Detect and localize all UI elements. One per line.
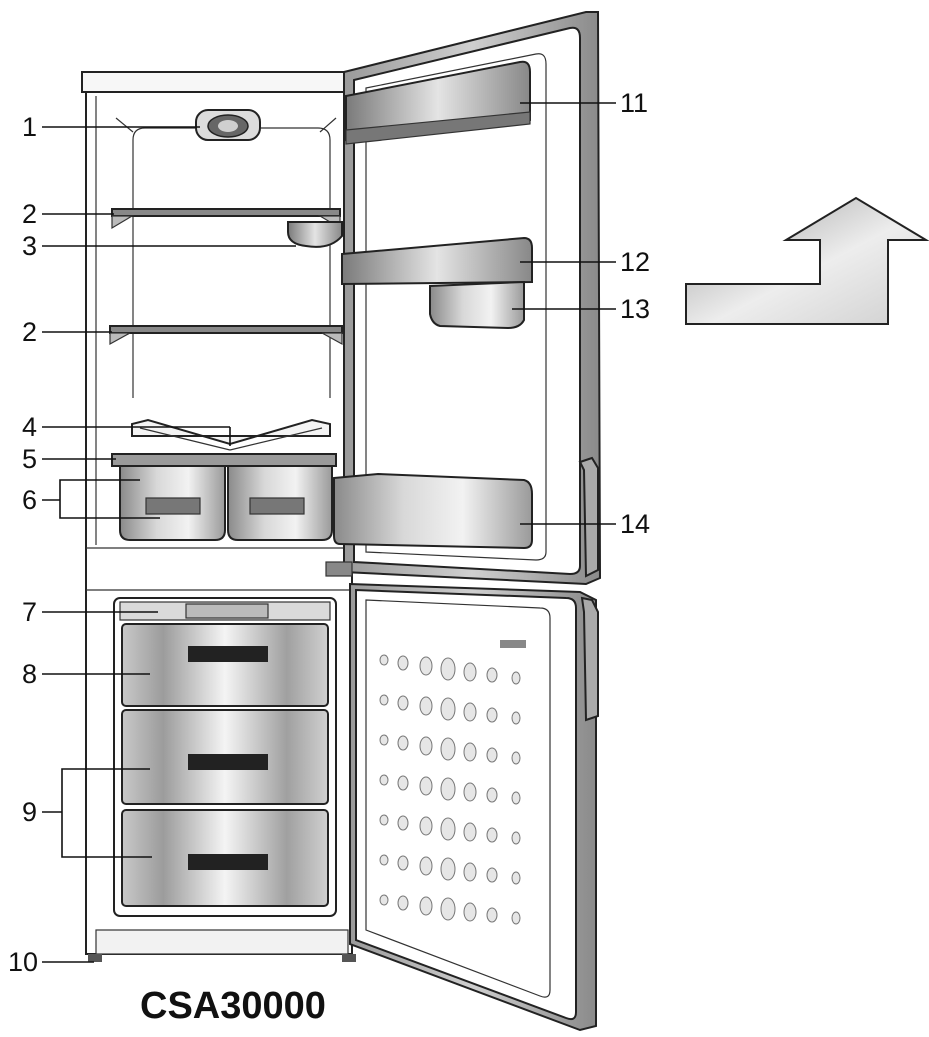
model-name: CSA30000 bbox=[140, 985, 326, 1027]
callout-11: 11 bbox=[620, 88, 648, 118]
callout-14: 14 bbox=[620, 509, 650, 539]
callout-5: 5 bbox=[22, 444, 37, 474]
callout-1: 1 bbox=[22, 112, 37, 142]
callout-numbers: 1 2 3 2 4 5 6 7 8 9 10 11 12 13 14 bbox=[8, 88, 650, 977]
callout-13: 13 bbox=[620, 294, 650, 324]
door-shelf-bottom bbox=[333, 472, 533, 550]
callout-4: 4 bbox=[22, 412, 37, 442]
freezer-drawer-bottom bbox=[121, 809, 329, 907]
crisper-bin-left bbox=[119, 465, 226, 541]
freezer-door bbox=[349, 582, 599, 1032]
callout-2-upper: 2 bbox=[22, 199, 37, 229]
callout-9: 9 bbox=[22, 797, 37, 827]
door-shelf-middle bbox=[341, 236, 533, 286]
callout-2-lower: 2 bbox=[22, 317, 37, 347]
egg-holder bbox=[429, 280, 525, 330]
egg-tray bbox=[287, 221, 343, 248]
callout-10: 10 bbox=[8, 947, 38, 977]
callout-6: 6 bbox=[22, 485, 37, 515]
door-dimples bbox=[379, 654, 521, 925]
callout-7: 7 bbox=[22, 597, 37, 627]
freezer-drawer-middle bbox=[121, 709, 329, 805]
thermostat bbox=[195, 109, 261, 141]
callout-3: 3 bbox=[22, 231, 37, 261]
door-reversal-arrow bbox=[685, 196, 929, 325]
crisper-bin-right bbox=[227, 465, 333, 541]
freezer-drawer-top bbox=[121, 623, 329, 707]
callout-leaders bbox=[42, 102, 616, 963]
butter-compartment bbox=[345, 60, 531, 145]
callout-8: 8 bbox=[22, 659, 37, 689]
crisper-cover bbox=[111, 418, 337, 467]
shelf-lower bbox=[109, 325, 343, 346]
callout-12: 12 bbox=[620, 247, 650, 277]
